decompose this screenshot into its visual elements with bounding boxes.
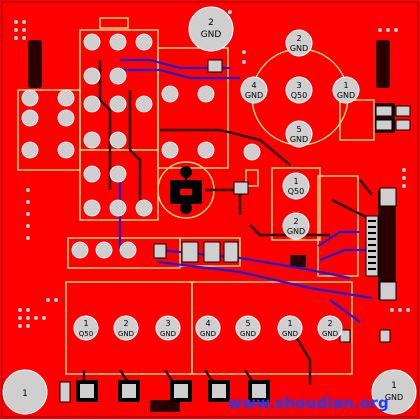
pad-row-7: 2 GND [317,315,343,341]
svg-text:GND: GND [385,393,403,402]
pad-mid-gnd: 2 GND [282,212,310,240]
pad-row-5: 5 GND [235,315,261,341]
pad-top-number: 2 [208,18,214,28]
svg-text:5: 5 [245,319,250,328]
svg-text:GND: GND [160,330,176,338]
svg-text:4: 4 [251,81,256,90]
svg-text:Q50: Q50 [291,91,307,100]
pad-cluster-1: 1 GND [332,76,360,104]
pad-cluster-5: 5 GND [285,120,313,148]
svg-text:Q50: Q50 [79,330,93,338]
pad-row-2: 2 GND [113,315,139,341]
transistor-center [170,166,202,214]
pad-row-3: 3 GND [155,315,181,341]
svg-text:1: 1 [22,389,28,399]
pad-cluster-3: 3 Q50 [285,76,313,104]
svg-text:5: 5 [296,125,301,134]
pad-row-1: 1 Q50 [73,315,99,341]
svg-text:GND: GND [290,135,308,144]
svg-text:GND: GND [290,44,308,53]
svg-text:GND: GND [322,330,338,338]
svg-text:GND: GND [287,227,305,236]
corner-pad-right: 1 GND [371,369,417,415]
pad-row-4: 4 GND [195,315,221,341]
svg-text:GND: GND [200,330,216,338]
svg-text:2: 2 [293,217,298,226]
svg-text:2: 2 [327,319,332,328]
smd-pads-middle [153,59,249,263]
bottom-smd-footprints [59,329,391,403]
svg-text:GND: GND [245,91,263,100]
svg-text:1: 1 [287,319,292,328]
watermark-text: www.shoudian.org [228,394,389,412]
svg-text:GND: GND [337,91,355,100]
svg-text:4: 4 [205,319,210,328]
svg-text:GND: GND [240,330,256,338]
pad-row-6: 1 GND [277,315,303,341]
pad-top-gnd: 2 GND [188,6,234,52]
svg-text:2: 2 [123,319,128,328]
svg-text:1: 1 [343,81,348,90]
svg-text:GND: GND [282,330,298,338]
svg-text:1: 1 [391,381,397,391]
svg-text:3: 3 [296,81,301,90]
copper-cutouts [28,40,396,412]
svg-text:3: 3 [165,319,170,328]
svg-text:1: 1 [83,319,88,328]
svg-text:2: 2 [296,34,301,43]
pad-cluster-4: 4 GND [240,76,268,104]
pad-cluster-2: 2 GND [285,29,313,57]
pad-mid-q50: 1 Q50 [282,172,310,200]
svg-text:GND: GND [118,330,134,338]
connector-pad-grid [21,33,261,259]
svg-text:Q50: Q50 [288,187,304,196]
side-connector-right [365,105,411,301]
pad-top-net: GND [201,30,222,40]
corner-pad-left: 1 [2,369,48,415]
svg-text:1: 1 [293,177,298,186]
